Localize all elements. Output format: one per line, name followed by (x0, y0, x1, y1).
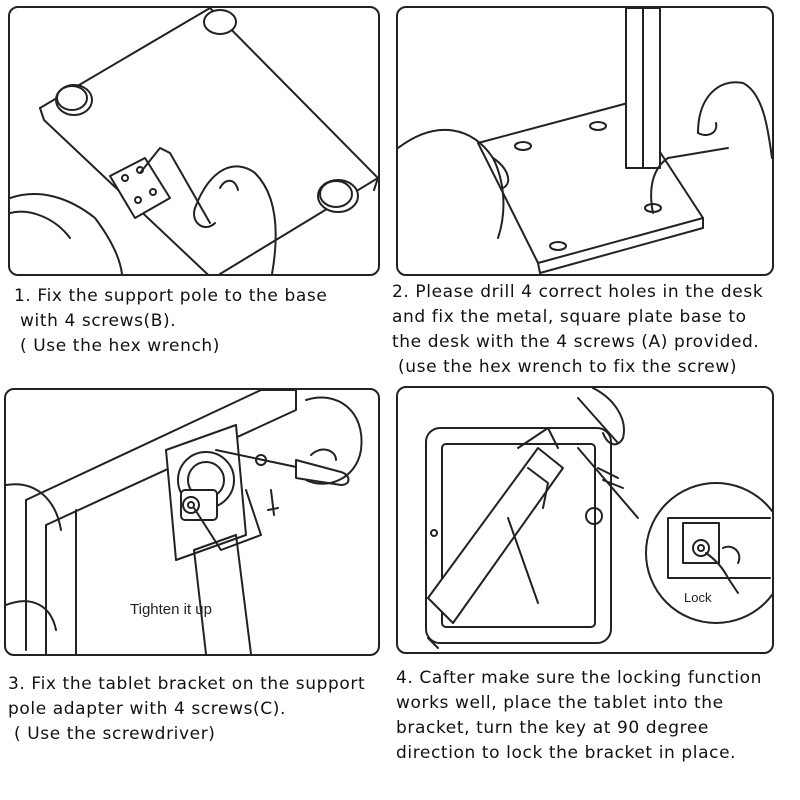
caption-line: 4. Cafter make sure the locking function (396, 668, 763, 688)
caption-line: and fix the metal, square plate base to (392, 307, 747, 327)
step-4-caption: 4. Cafter make sure the locking function… (396, 666, 762, 766)
caption-line: ( Use the hex wrench) (14, 336, 221, 356)
caption-line: with 4 screws(B). (14, 311, 177, 331)
step-2-illustration (396, 6, 774, 276)
caption-line: works well, place the tablet into the (396, 693, 724, 713)
caption-line: pole adapter with 4 screws(C). (8, 699, 286, 719)
caption-line: ( Use the screwdriver) (8, 724, 216, 744)
caption-line: 2. Please drill 4 correct holes in the d… (392, 282, 764, 302)
step-2-caption: 2. Please drill 4 correct holes in the d… (392, 280, 763, 380)
base-plate-hex-wrench-drawing (10, 8, 378, 274)
caption-line: direction to lock the bracket in place. (396, 743, 737, 763)
step-3-illustration: Tighten it up (4, 388, 380, 656)
caption-line: 1. Fix the support pole to the base (14, 286, 328, 306)
caption-line: 3. Fix the tablet bracket on the support (8, 674, 366, 694)
lock-label: Lock (684, 590, 712, 605)
tablet-lock-drawing: Lock (425, 388, 772, 649)
bracket-screwdriver-drawing: Tighten it up (6, 390, 363, 654)
step-4-illustration: Lock (396, 386, 774, 654)
caption-line: bracket, turn the key at 90 degree (396, 718, 709, 738)
tighten-label: Tighten it up (130, 601, 212, 618)
step-3-caption: 3. Fix the tablet bracket on the support… (8, 672, 365, 747)
caption-line: the desk with the 4 screws (A) provided. (392, 332, 760, 352)
step-1-caption: 1. Fix the support pole to the base with… (14, 284, 327, 359)
caption-line: (use the hex wrench to fix the screw) (392, 357, 738, 377)
desk-mount-drawing (398, 8, 772, 274)
step-1-illustration (8, 6, 380, 276)
